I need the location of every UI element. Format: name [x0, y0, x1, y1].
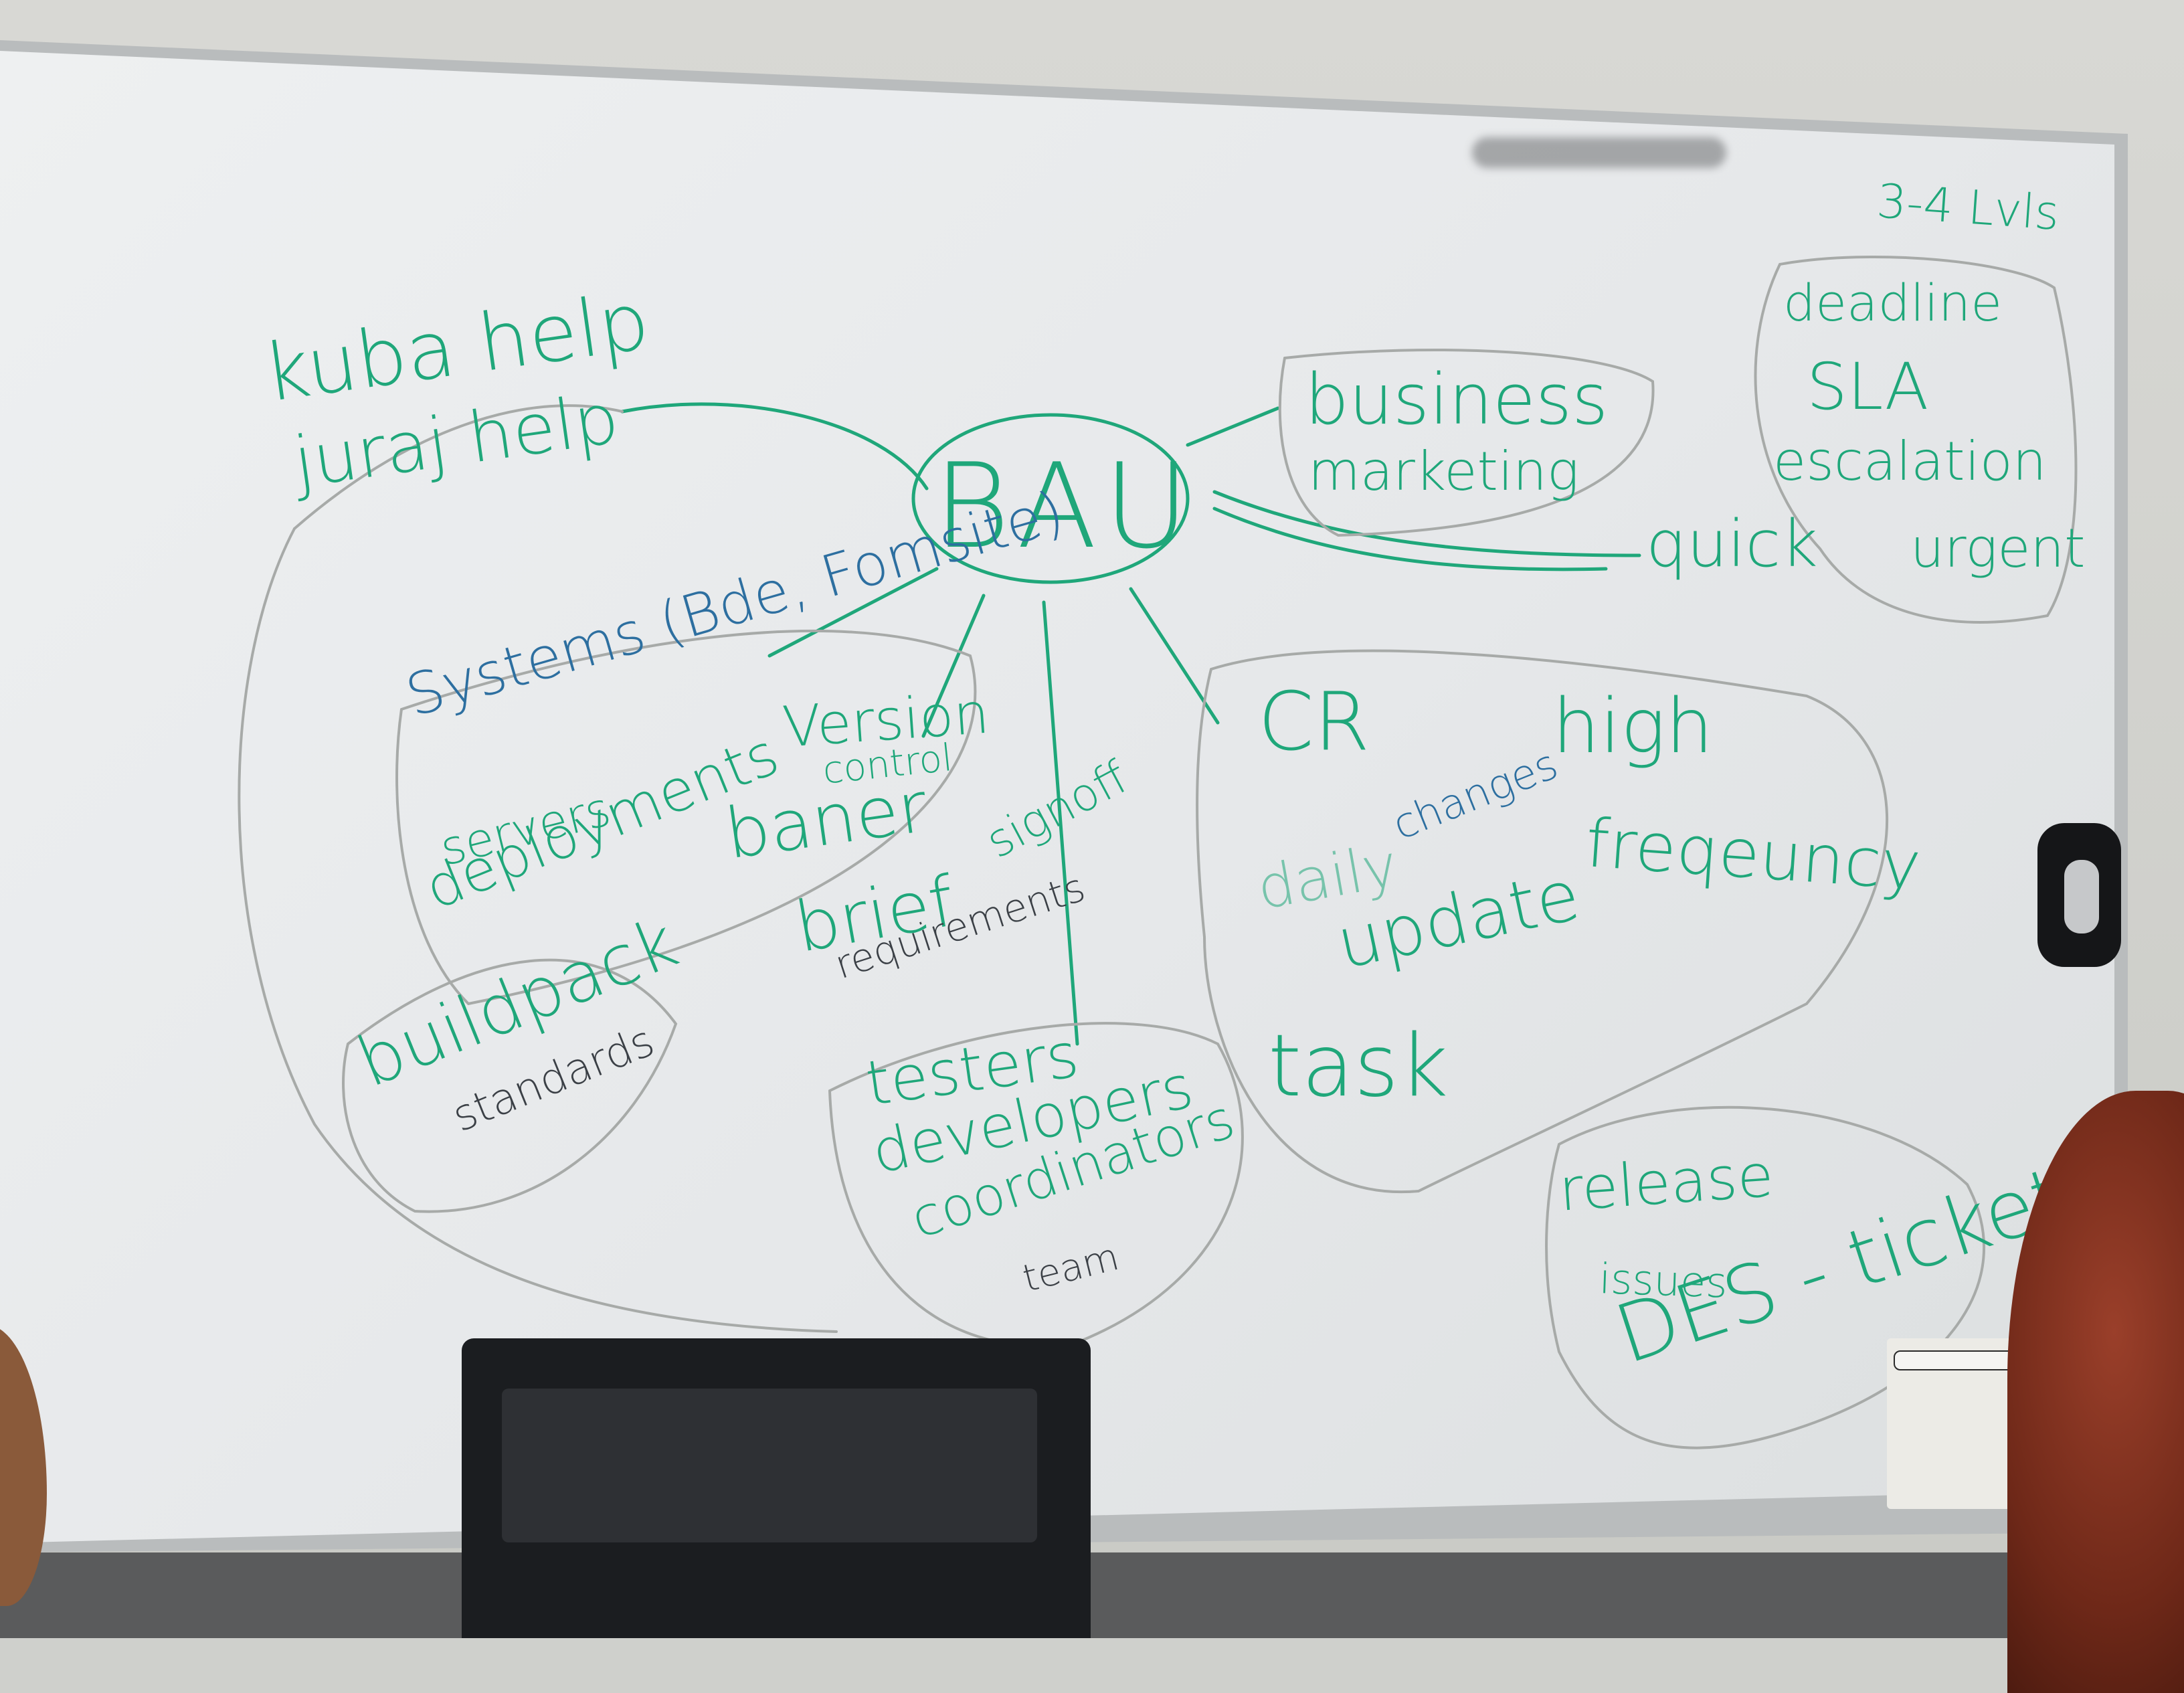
board-bottom-edge [0, 1552, 2184, 1638]
cr-label: CR [1258, 676, 1370, 769]
eraser-grip [2064, 860, 2099, 933]
bau-label: BAU [933, 439, 1196, 575]
quick-label: quick [1646, 507, 1818, 582]
whiteboard-eraser [2037, 823, 2121, 967]
erased-smudge [1472, 137, 1726, 168]
sla-label: SLA [1807, 349, 1929, 424]
corner-note: 3-4 Lvls [1875, 173, 2062, 241]
urgent-label: urgent [1910, 517, 2086, 580]
deadline-label: deadline [1783, 273, 2002, 333]
office-chair-back [462, 1338, 1091, 1638]
marketing-label: marketing [1308, 440, 1579, 503]
release-label: release [1556, 1140, 1776, 1225]
task-label: task [1268, 1016, 1449, 1116]
marker-pen [1894, 1350, 2020, 1370]
escalation-label: escalation [1773, 430, 2047, 493]
chair-mesh [502, 1389, 1037, 1542]
business-label: business [1305, 359, 1609, 440]
high-label: high [1552, 683, 1714, 770]
